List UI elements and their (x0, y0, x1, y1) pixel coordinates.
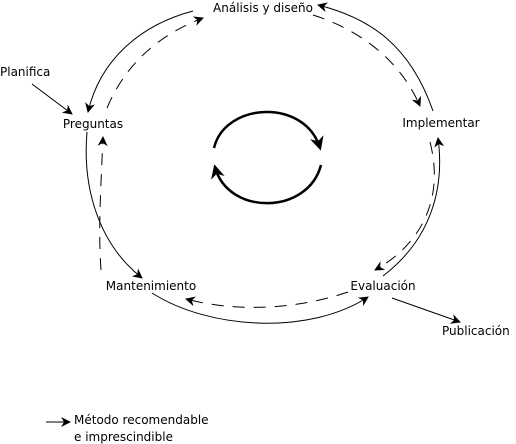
node-preguntas: Preguntas (63, 117, 123, 131)
dashed-arrow-to-preguntas (97, 136, 108, 271)
node-analisis: Análisis y diseño (213, 1, 313, 15)
dashed-arrow-to-analisis (106, 16, 204, 109)
arrow-mantenimiento-to-evaluacion (151, 292, 369, 324)
arrow-analisis-to-preguntas (85, 10, 194, 113)
label-planifica: Planifica (0, 65, 50, 79)
cycle-arc-top (212, 110, 324, 151)
dashed-arrow-to-implementar (312, 14, 421, 107)
arrow-planifica-to-preguntas (31, 83, 73, 115)
legend-text-line1: Método recomendable (74, 413, 209, 427)
dashed-arrow-to-evaluacion (374, 141, 435, 271)
node-implementar: Implementar (402, 116, 479, 130)
arrow-evaluacion-to-implementar (382, 137, 445, 277)
dashed-arrow-to-mantenimiento (185, 291, 349, 308)
arrow-implementar-to-analisis (317, 2, 434, 112)
arrow-preguntas-to-mantenimiento (85, 131, 143, 279)
label-publicacion: Publicación (442, 324, 510, 338)
arrow-evaluacion-to-publicacion (391, 297, 461, 324)
legend-text-line2: e imprescindible (74, 430, 173, 444)
node-evaluacion: Evaluación (350, 279, 415, 293)
node-mantenimiento: Mantenimiento (106, 279, 196, 293)
cycle-arc-bottom (211, 164, 323, 205)
